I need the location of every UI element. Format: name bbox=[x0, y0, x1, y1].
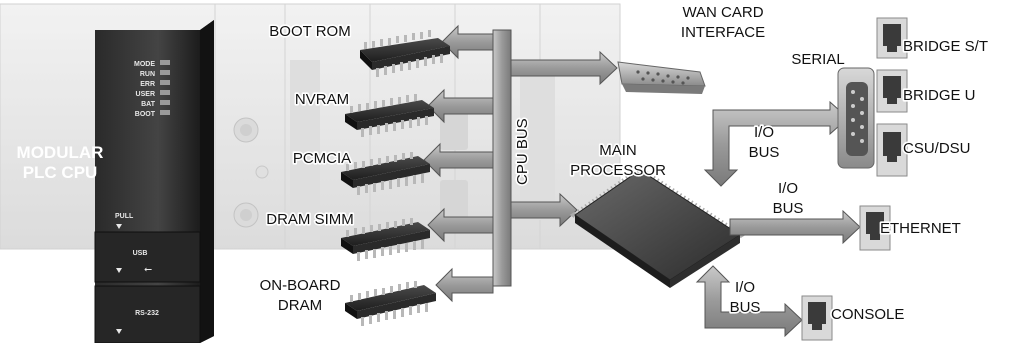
led-label: ERR bbox=[140, 81, 155, 88]
onboard-dram-label-line1: ON-BOARD bbox=[260, 277, 341, 294]
wan-label-line2: INTERFACE bbox=[681, 24, 765, 41]
led-indicator bbox=[160, 100, 170, 105]
io-bus-ethernet-line2: BUS bbox=[773, 200, 804, 217]
processor-label-line2: PROCESSOR bbox=[570, 162, 666, 179]
led-indicator bbox=[160, 60, 170, 65]
onboard-dram-label-line2: DRAM bbox=[278, 297, 322, 314]
usb-icon: ⭠ bbox=[144, 264, 152, 275]
processor-label-line1: MAIN bbox=[599, 142, 637, 159]
io-bus-serial-line2: BUS bbox=[749, 144, 780, 161]
wan-card-connector bbox=[618, 62, 705, 94]
led-indicator bbox=[160, 110, 170, 115]
nvram-label: NVRAM bbox=[295, 91, 349, 108]
cpu-bus-label: CPU BUS bbox=[514, 118, 531, 185]
rj45-jack-console bbox=[802, 296, 832, 340]
led-label: MODE bbox=[134, 61, 155, 68]
led-indicator bbox=[160, 90, 170, 95]
io-bus-console-line1: I/O bbox=[735, 279, 755, 296]
memory-chip-onboard-dram bbox=[345, 281, 436, 326]
led-label: USER bbox=[136, 91, 155, 98]
csu-dsu-label: CSU/DSU bbox=[903, 140, 971, 157]
pcmcia-label: PCMCIA bbox=[293, 150, 351, 167]
pull-label: PULL bbox=[115, 213, 134, 220]
usb-label: USB bbox=[133, 250, 148, 257]
console-label: CONSOLE bbox=[831, 306, 904, 323]
plc-title-line1: MODULAR bbox=[17, 143, 104, 162]
serial-label: SERIAL bbox=[791, 51, 844, 68]
io-bus-serial-line1: I/O bbox=[754, 124, 774, 141]
led-indicator bbox=[160, 80, 170, 85]
io-bus-console-line2: BUS bbox=[730, 299, 761, 316]
io-bus-ethernet-line1: I/O bbox=[778, 180, 798, 197]
ethernet-label: ETHERNET bbox=[880, 220, 961, 237]
wan-label-line1: WAN CARD bbox=[682, 4, 763, 21]
bridge-u-label: BRIDGE U bbox=[903, 87, 976, 104]
rs232-label: RS-232 bbox=[135, 310, 159, 317]
led-label: BAT bbox=[141, 101, 156, 108]
led-label: RUN bbox=[140, 71, 155, 78]
dram-simm-label: DRAM SIMM bbox=[266, 211, 354, 228]
boot-rom-label: BOOT ROM bbox=[269, 23, 350, 40]
bridge-st-label: BRIDGE S/T bbox=[903, 38, 988, 55]
plc-title-line2: PLC CPU bbox=[23, 163, 98, 182]
serial-db9-connector bbox=[838, 68, 874, 168]
led-indicator bbox=[160, 70, 170, 75]
led-label: BOOT bbox=[135, 111, 156, 118]
